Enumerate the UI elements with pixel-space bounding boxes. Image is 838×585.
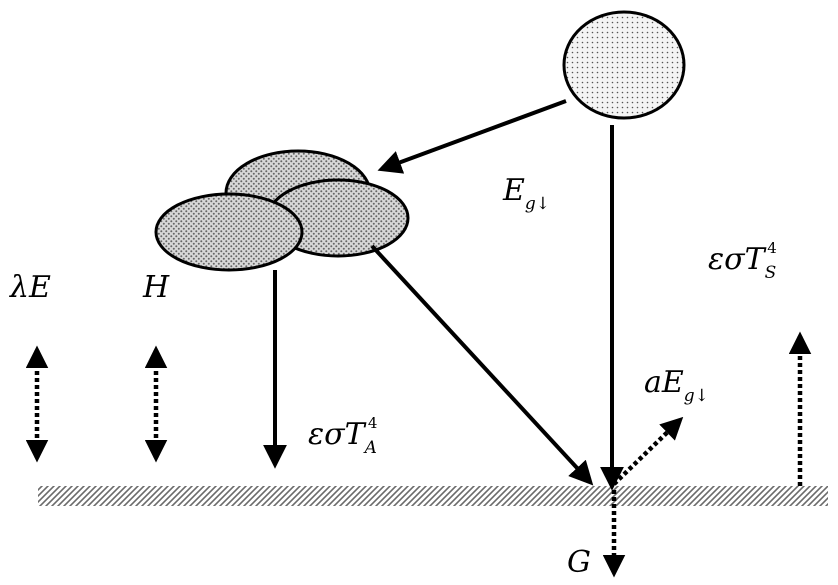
cloud-group (156, 151, 408, 270)
ground-surface (38, 486, 828, 506)
sensible-heat-label: H (142, 270, 170, 305)
latent-heat-label: λE (9, 270, 51, 305)
reflected-radiation-arrow (614, 420, 680, 484)
cloud-left (156, 194, 302, 270)
ground-heat-label: G (567, 545, 591, 580)
reflected-radiation-label: aEg↓ (644, 365, 709, 406)
sun-to-cloud-arrow (382, 101, 566, 169)
global-radiation-label: Eg↓ (502, 173, 550, 214)
atmospheric-longwave-label: εσTA4 (308, 414, 377, 458)
sun (564, 12, 684, 118)
surface-longwave-label: εσTS4 (708, 239, 777, 283)
cloud-diffuse-arrow (372, 246, 590, 482)
